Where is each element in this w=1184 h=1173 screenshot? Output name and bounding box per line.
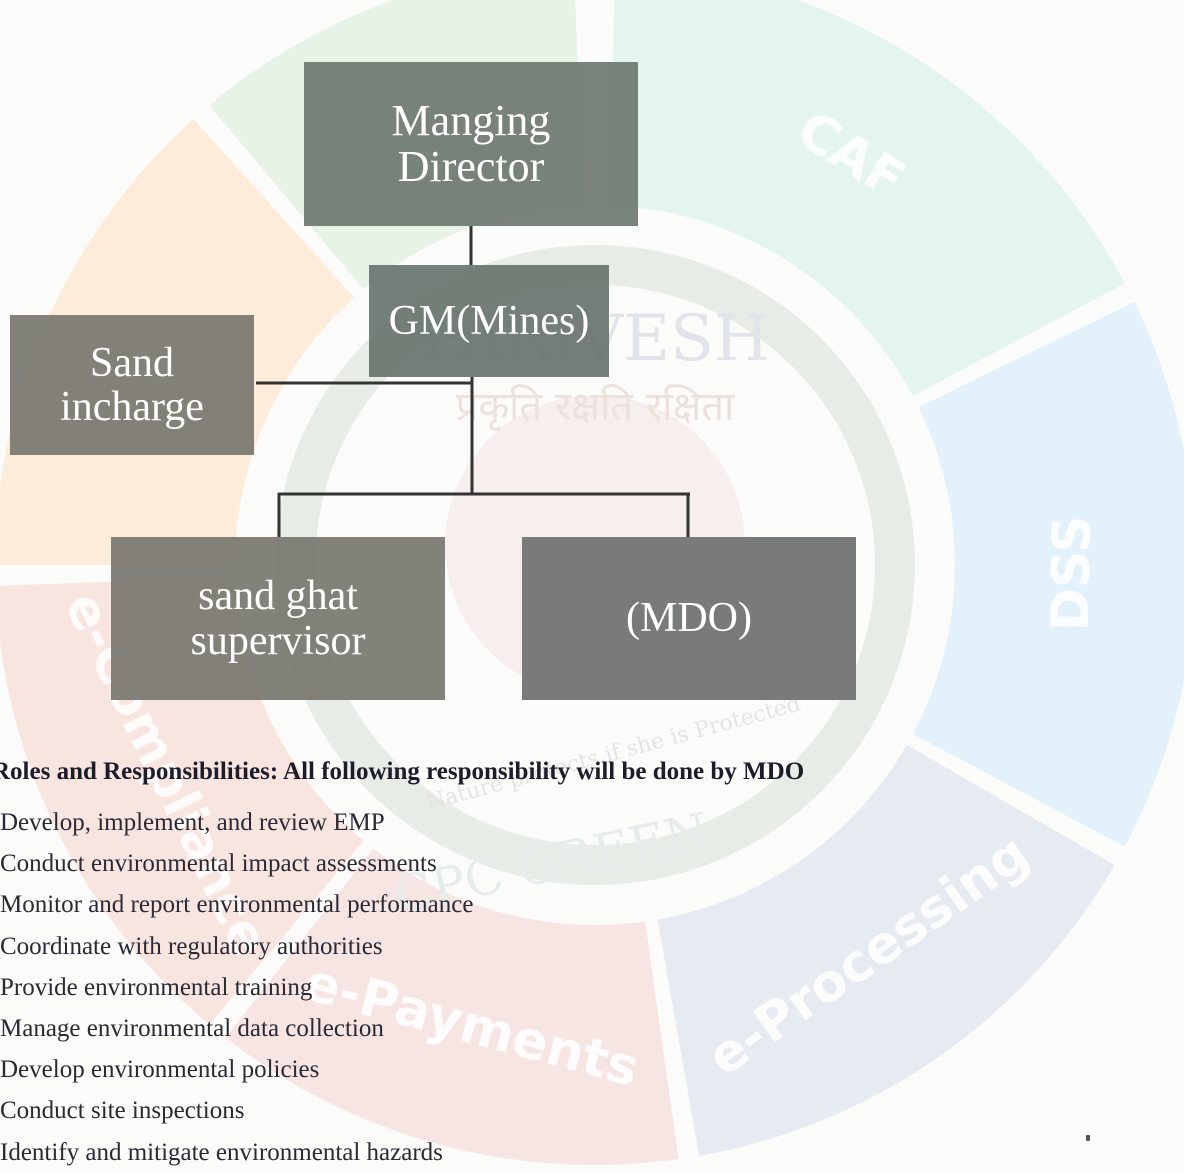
list-item: Monitor and report environmental perform… [0,891,474,919]
list-item: Provide environmental training [0,973,313,1001]
roles-heading: Roles and Responsibilities: All followin… [0,758,805,785]
list-item: Conduct site inspections [0,1097,245,1125]
sand-incharge-line-1: Sand [90,339,174,386]
gm-mines-box: GM(Mines) [369,265,609,377]
watermark-label-e-processing: e-Processing [697,823,1040,1088]
scan-speck [1086,1135,1090,1141]
sand-ghat-supervisor-box: sand ghat supervisor [111,537,445,700]
sand-ghat-supervisor-line-1: sand ghat [198,573,358,620]
org-chart-connectors [256,226,690,537]
mdo-label: (MDO) [626,595,752,642]
list-item: Conduct environmental impact assessments [0,850,437,878]
gm-mines-label: GM(Mines) [388,297,590,344]
managing-director-line-1: Manging [391,95,551,145]
sand-ghat-supervisor-line-2: supervisor [190,617,366,664]
managing-director-line-2: Director [397,142,545,191]
list-item: Develop environmental policies [0,1056,320,1084]
managing-director-box: Manging Director [304,62,638,226]
list-item: Manage environmental data collection [0,1015,384,1043]
sand-incharge-line-2: incharge [60,384,204,430]
list-item: Develop, implement, and review EMP [0,809,385,836]
list-item: Identify and mitigate environmental haza… [0,1138,443,1166]
sand-incharge-box: Sand incharge [10,315,254,455]
mdo-box: (MDO) [522,537,856,700]
watermark-segment-e-processing [657,745,1115,1156]
responsibilities-list: Develop, implement, and review EMP Condu… [0,802,473,1173]
list-item: Coordinate with regulatory authorities [0,932,383,960]
